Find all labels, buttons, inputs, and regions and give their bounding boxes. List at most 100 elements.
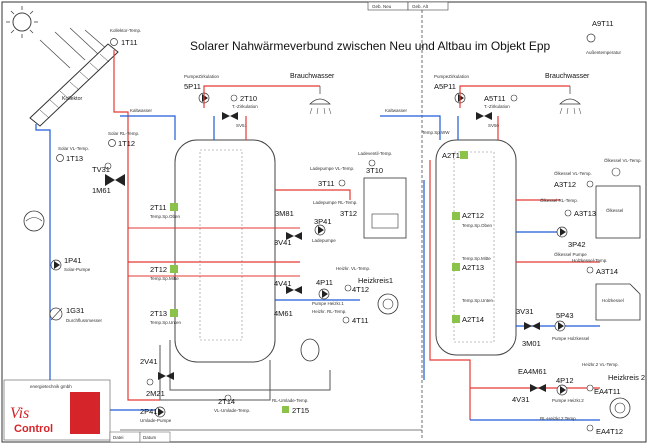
umlade-rl-label: RL-Umlade-Temp. — [272, 398, 309, 403]
tag-a3t14: A3T14 — [596, 267, 618, 276]
umlade-vl-label: VL-Umlade-Temp. — [214, 408, 250, 413]
zirk-temp-left-label: T.-Zirkulation — [232, 104, 258, 109]
tag-a3t13: A3T13 — [574, 209, 596, 218]
logo-brand-2: Control — [14, 423, 53, 435]
tag-a2t12: A2T12 — [462, 211, 484, 220]
sensor-2t15-icon — [282, 406, 289, 413]
storage-tank-left — [174, 139, 276, 363]
pump-4p11-label: Pumpe Heizkr.1 — [312, 301, 344, 306]
valve-sv50-icon — [476, 112, 492, 120]
sensor-4t11-icon — [342, 316, 350, 324]
logo-red-block — [70, 392, 100, 434]
pump-5p43-label: Pumpe Holzkessel — [552, 336, 589, 341]
radiator-hk2-icon — [609, 397, 631, 419]
sensor-2t11-icon — [170, 203, 178, 211]
tag-2v41: 2V41 — [140, 357, 158, 366]
zirk-right-label: T.-Zirkulation — [484, 104, 510, 109]
shower-left-icon — [309, 86, 332, 115]
pump-4p12-label: Pumpe Heizkr.2 — [552, 398, 584, 403]
valve-4v41-icon — [286, 286, 302, 294]
sensor-4t12-icon — [344, 284, 352, 292]
tag-a2t11: A2T11 — [442, 151, 464, 160]
label-2t12: Temp.Sp.Mitte — [150, 276, 179, 281]
hk2-vl-label: Heizkr.2 VL-Temp. — [582, 362, 619, 367]
tag-3m81: 3M81 — [275, 209, 294, 218]
tag-4v41: 4V41 — [274, 279, 292, 288]
logo-brand: Vis — [10, 405, 29, 422]
tag-3p41: 3P41 — [314, 217, 332, 226]
tag-ea4t11: EA4T11 — [594, 387, 621, 396]
flowmeter-label: Durchflussmesser — [66, 318, 103, 323]
hk1-vl-label: Heizkr. VL-Temp. — [336, 266, 370, 271]
header-cell-1: Geb. Neu — [372, 4, 392, 9]
hk2-label: Heizkreis 2 — [608, 373, 645, 382]
pump-2p41-label: Umlade-Pumpe — [140, 418, 172, 423]
tag-4t11: 4T11 — [352, 316, 369, 325]
tag-4p11: 4P11 — [316, 278, 333, 287]
hk1-rl-label: Heizkr. RL-Temp. — [312, 309, 347, 314]
tag-1t11: 1T11 — [121, 38, 138, 47]
tag-3t11: 3T11 — [318, 179, 335, 188]
oil-top-label: Ölkessel VL-Temp. — [604, 157, 642, 163]
kaltwasser-right: Kaltwasser — [385, 108, 408, 113]
label-2t11: Temp.Sp.Oben — [150, 214, 181, 219]
hk2-rl-label: RL-Heizkr.2 Temp. — [540, 416, 577, 421]
tag-4v31: 4V31 — [512, 395, 530, 404]
tag-ea4t12: EA4T12 — [596, 427, 623, 436]
tag-1t12: 1T12 — [118, 139, 135, 148]
sensor-1t13-icon — [56, 154, 64, 162]
tag-2t12: 2T12 — [150, 265, 167, 274]
hw-pump-label: PumpeZirkulation — [184, 74, 220, 79]
sensor-a9t11-icon — [586, 33, 596, 43]
tag-5p11: 5P11 — [184, 82, 201, 91]
tag-3t10: 3T10 — [366, 166, 383, 175]
sensor-oil-top-icon — [611, 167, 621, 177]
sun-icon — [6, 6, 38, 38]
label-a2t12: Temp.Sp.Oben — [462, 223, 493, 228]
oil-pump-label: Ölkessel Pumpe — [554, 251, 587, 257]
oil-boiler — [595, 185, 641, 239]
tag-tv31: TV31 — [92, 165, 110, 174]
tag-2t15: 2T15 — [292, 406, 309, 415]
tag-3m01: 3M01 — [522, 339, 541, 348]
wood-boiler-label: Holzkessel — [602, 298, 624, 303]
tag-1p41: 1P41 — [64, 256, 82, 265]
expansion-vessel-mid — [300, 338, 320, 362]
footer-cell-1: Datei — [113, 435, 124, 440]
header-cell-2: Geb. Alt — [412, 4, 429, 9]
diagram-title: Solarer Nahwärmeverbund zwischen Neu und… — [190, 39, 551, 53]
tag-3v41: 3V41 — [274, 238, 292, 247]
label-2t13: Temp.Sp.Unten — [150, 320, 182, 325]
valve-2v41-icon — [158, 372, 174, 380]
sv51-label: SV51 — [236, 123, 248, 128]
tag-a5p11: A5P11 — [434, 82, 456, 91]
pipe-solar-hot — [113, 50, 160, 401]
tag-1m61: 1M61 — [92, 186, 111, 195]
sensor-a5t11-icon — [510, 94, 518, 102]
wood-boiler — [595, 283, 641, 321]
collector-temp-label: Kollektor-Temp. — [110, 28, 141, 33]
brauchwasser-left: Brauchwasser — [290, 73, 335, 80]
valve-tv31-icon — [104, 162, 125, 186]
sensor-a2t13-icon — [452, 263, 460, 271]
tag-3p42: 3P42 — [568, 240, 586, 249]
valve-3v31-icon — [524, 322, 540, 330]
tag-a3t12: A3T12 — [554, 180, 576, 189]
pump-1p41-label: Solar-Pumpe — [64, 267, 91, 272]
oil-vl-label: Ölkessel VL-Temp. — [554, 170, 592, 176]
sensor-3t10-icon — [368, 159, 376, 167]
valve-4v31-icon — [530, 384, 546, 392]
tag-4t12: 4T12 — [352, 285, 369, 294]
tag-2m21: 2M21 — [146, 389, 165, 398]
storage-tank-right — [435, 139, 517, 356]
sensor-a2t14-icon — [452, 315, 460, 323]
tag-a2t13: A2T13 — [462, 263, 484, 272]
tag-3t12: 3T12 — [340, 209, 357, 218]
sensor-2t14-icon — [224, 394, 232, 402]
tag-2t13: 2T13 — [150, 309, 167, 318]
sensor-2t10-icon — [230, 94, 238, 102]
solar-collector — [29, 43, 119, 127]
tag-2t10: 2T10 — [240, 94, 257, 103]
